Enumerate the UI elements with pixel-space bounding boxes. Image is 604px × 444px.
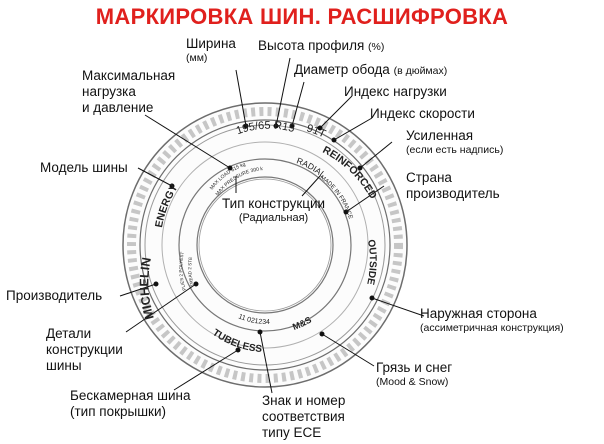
label-max-load-pressure: Максимальная нагрузка и давление xyxy=(82,68,176,115)
page-title: МАРКИРОВКА ШИН. РАСШИФРОВКА xyxy=(95,4,509,29)
label-construction-details: Детали конструкции шины xyxy=(46,326,123,373)
label-tubeless: Бескамерная шина (тип покрышки) xyxy=(70,388,191,419)
label-tire-model: Модель шины xyxy=(40,160,128,175)
label-speed-index: Индекс скорости xyxy=(370,106,475,121)
label-load-index: Индекс нагрузки xyxy=(344,84,447,99)
label-country: Страна производитель xyxy=(406,170,500,201)
label-ece: Знак и номер соответствия типу ECE xyxy=(262,393,346,440)
label-manufacturer: Производитель xyxy=(6,288,103,303)
label-mud-snow: Грязь и снег (Mood & Snow) xyxy=(376,360,453,388)
label-profile-height: Высота профиля (%) xyxy=(258,38,385,53)
tire-outside-text: OUTSIDE xyxy=(364,239,378,286)
label-width: Ширина (мм) xyxy=(186,36,236,64)
label-rim-diameter: Диаметр обода (в дюймах) xyxy=(294,62,448,77)
label-reinforced: Усиленная (если есть надпись) xyxy=(406,128,504,156)
tire-outline xyxy=(122,102,408,388)
leader-lines xyxy=(119,57,425,394)
label-outside: Наружная сторона (ассиметричная конструк… xyxy=(420,306,564,334)
label-construction-type: Тип конструкции (Радиальная) xyxy=(222,196,326,224)
